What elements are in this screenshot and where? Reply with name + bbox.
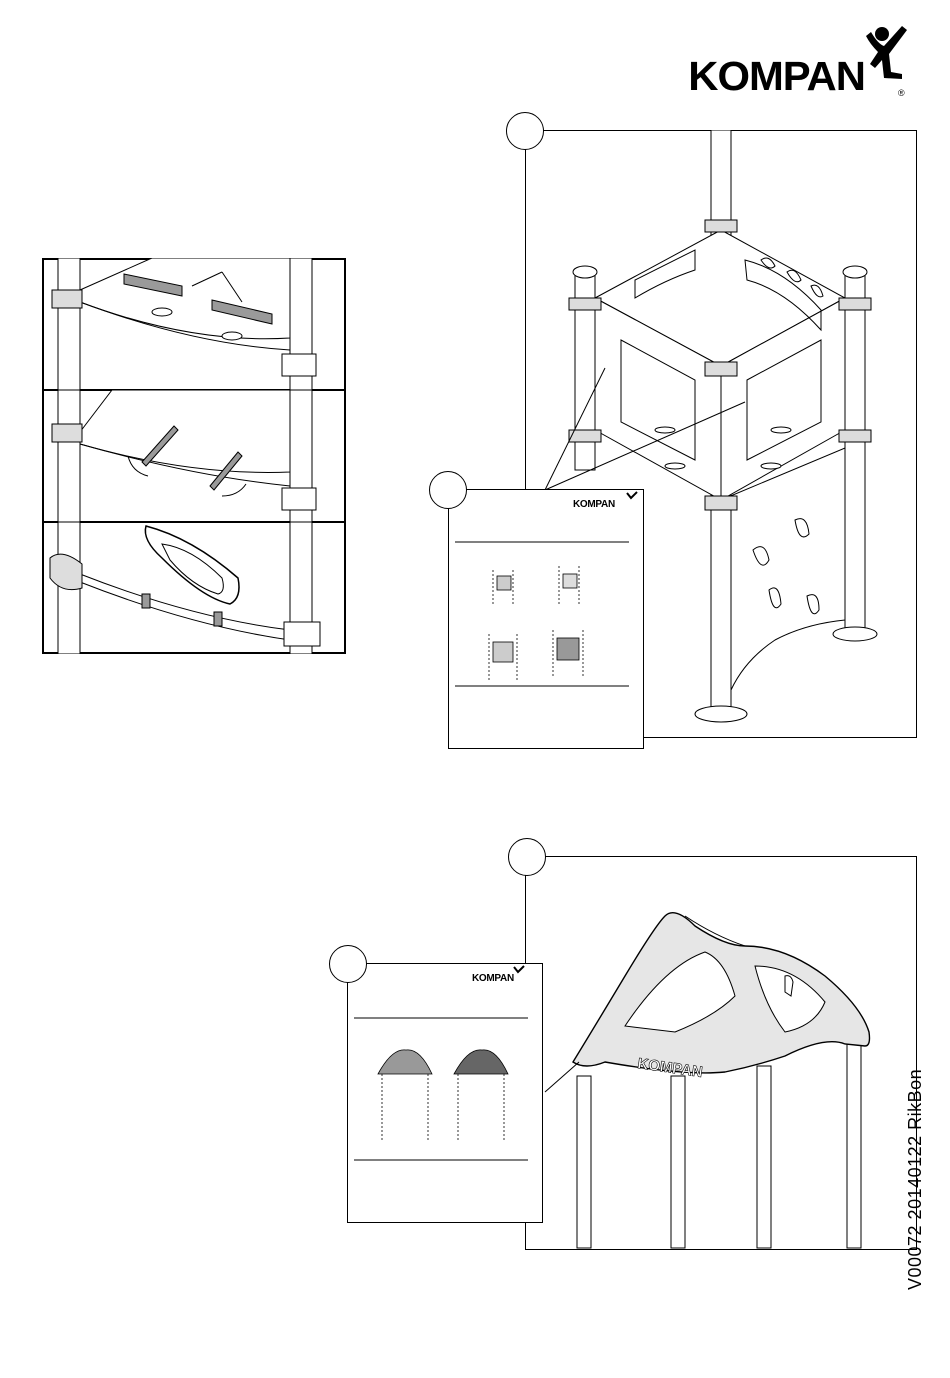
booklet-lower-illustration (348, 964, 542, 1222)
instruction-booklet-lower: KOMPAN (347, 963, 543, 1223)
step-panels-illustration (42, 258, 346, 654)
brand-logo-text: KOMPAN (688, 56, 865, 97)
roof-illustration: KOMPAN (525, 856, 917, 1250)
step-circle-lower (508, 838, 546, 876)
booklet-upper-illustration (449, 490, 643, 748)
registered-mark: ® (898, 88, 905, 98)
step-circle-booklet-upper (429, 471, 467, 509)
document-code: V00072 20140122 RikBon (905, 1230, 926, 1290)
step-circle-booklet-lower (329, 945, 367, 983)
instruction-booklet-upper: KOMPAN (448, 489, 644, 749)
step-panel-group (42, 258, 346, 654)
step-circle-upper (506, 112, 544, 150)
